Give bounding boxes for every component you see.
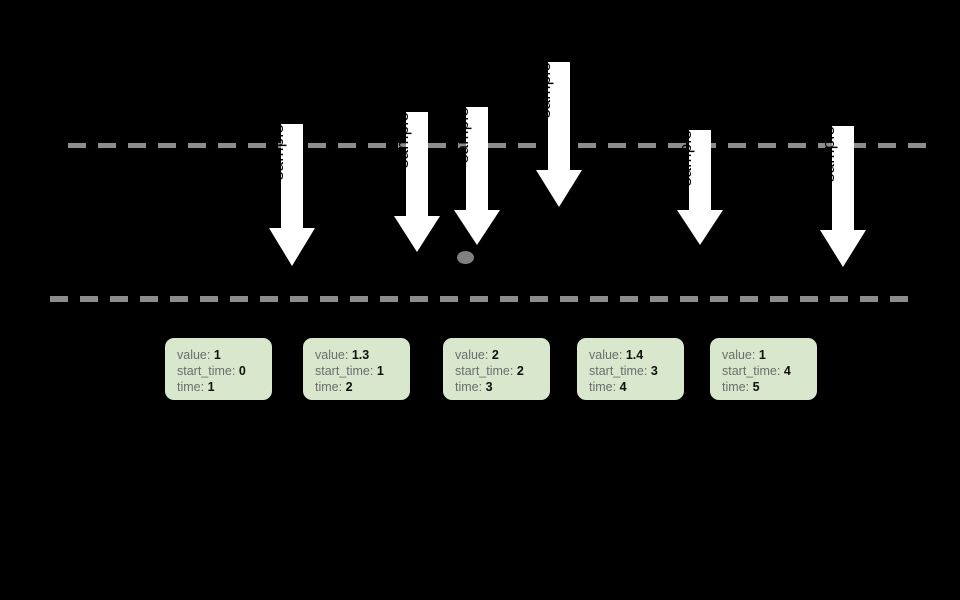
sample-arrow[interactable]: sample [676,130,723,245]
record-time-label: time: [315,380,343,394]
record-value-line: value: 1.4 [589,347,684,363]
record-start-time: 0 [238,364,246,378]
record-box[interactable]: value: 1 start_time: 4 time: 5 [710,338,817,400]
record-time-line: time: 2 [315,379,410,395]
record-time-label: time: [177,380,205,394]
record-value-label: value: [589,348,623,362]
sample-arrow[interactable]: sample [535,62,582,207]
record-value: 1.4 [625,348,644,362]
record-value-line: value: 1 [177,347,272,363]
record-value-line: value: 2 [455,347,550,363]
record-time-line: time: 4 [589,379,684,395]
down-arrow-icon [677,130,723,245]
record-start-time-label: start_time: [455,364,514,378]
sample-arrow[interactable]: sample [819,126,866,267]
record-value: 1 [213,348,221,362]
record-box[interactable]: value: 2 start_time: 2 time: 3 [443,338,550,400]
record-value-label: value: [315,348,349,362]
record-start-time-label: start_time: [315,364,374,378]
record-value: 1 [758,348,766,362]
down-arrow-icon [820,126,866,267]
record-time-label: time: [722,380,750,394]
record-value-label: value: [455,348,489,362]
record-value-line: value: 1 [722,347,817,363]
record-start-time: 4 [783,364,791,378]
event-dot-marker [457,251,474,264]
record-time-line: time: 5 [722,379,817,395]
record-time: 3 [485,380,493,394]
down-arrow-icon [454,107,500,245]
record-value-label: value: [722,348,756,362]
record-box[interactable]: value: 1.3 start_time: 1 time: 2 [303,338,410,400]
record-time: 4 [619,380,627,394]
record-time: 5 [752,380,760,394]
record-start-time-label: start_time: [177,364,236,378]
record-time-label: time: [455,380,483,394]
record-start-time-line: start_time: 2 [455,363,550,379]
record-start-time-line: start_time: 3 [589,363,684,379]
down-arrow-icon [536,62,582,207]
record-value: 2 [491,348,499,362]
record-start-time-line: start_time: 1 [315,363,410,379]
record-value-line: value: 1.3 [315,347,410,363]
sample-arrow[interactable]: sample [453,107,500,245]
upper-stream-dashed-line [68,143,928,148]
record-time: 2 [345,380,353,394]
record-box[interactable]: value: 1.4 start_time: 3 time: 4 [577,338,684,400]
record-start-time-line: start_time: 4 [722,363,817,379]
record-time: 1 [207,380,215,394]
record-time-line: time: 3 [455,379,550,395]
record-start-time-label: start_time: [722,364,781,378]
sample-arrow[interactable]: sample [393,112,440,252]
record-time-line: time: 1 [177,379,272,395]
record-start-time: 3 [650,364,658,378]
record-time-label: time: [589,380,617,394]
record-start-time-line: start_time: 0 [177,363,272,379]
record-start-time: 1 [376,364,384,378]
sample-arrow[interactable]: sample [268,124,315,266]
record-value: 1.3 [351,348,370,362]
record-start-time: 2 [516,364,524,378]
down-arrow-icon [269,124,315,266]
down-arrow-icon [394,112,440,252]
record-value-label: value: [177,348,211,362]
record-box[interactable]: value: 1 start_time: 0 time: 1 [165,338,272,400]
record-start-time-label: start_time: [589,364,648,378]
lower-stream-dashed-line [50,296,912,302]
